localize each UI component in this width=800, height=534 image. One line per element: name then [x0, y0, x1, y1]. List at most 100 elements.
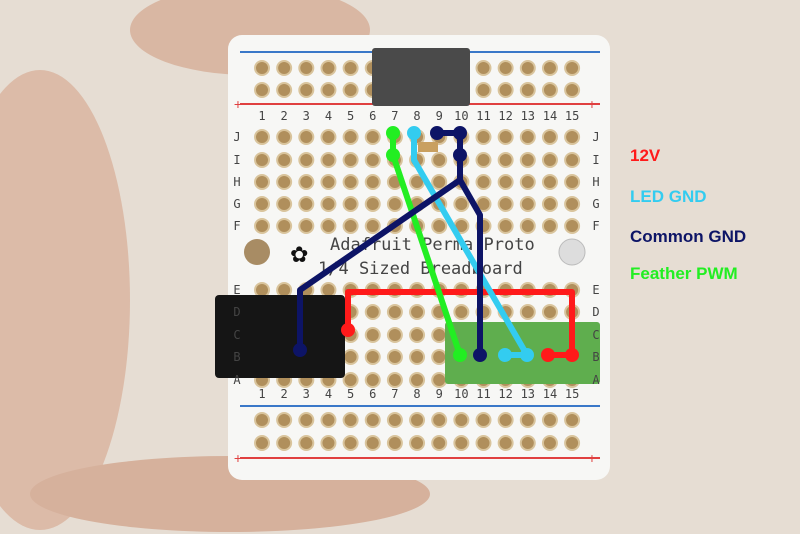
solder-hole: [497, 82, 514, 98]
solder-hole: [453, 435, 470, 451]
solder-hole: [364, 218, 381, 234]
column-number: 8: [413, 387, 420, 401]
solder-hole: [475, 82, 492, 98]
legend-feather-pwm: Feather PWM: [630, 264, 738, 283]
column-number: 11: [476, 387, 490, 401]
solder-hole: [519, 435, 536, 451]
solder-hole: [342, 372, 359, 388]
solder-hole: [298, 129, 315, 145]
solder-hole: [386, 327, 403, 343]
solder-hole: [320, 152, 337, 168]
solder-hole: [342, 218, 359, 234]
dc-barrel-jack: [215, 295, 345, 378]
solder-hole: [386, 372, 403, 388]
row-letter: J: [233, 130, 240, 144]
solder-hole: [519, 129, 536, 145]
solder-hole: [431, 372, 448, 388]
solder-hole: [431, 218, 448, 234]
mount-hole-left: [244, 239, 270, 265]
adafruit-flower-logo: ✿: [290, 242, 308, 267]
solder-hole: [254, 218, 270, 234]
wire-endpoint: [407, 126, 421, 140]
solder-hole: [431, 412, 448, 428]
solder-hole: [497, 196, 514, 212]
column-number: 7: [391, 109, 398, 123]
solder-hole: [475, 60, 492, 76]
solder-hole: [541, 174, 558, 190]
solder-hole: [342, 349, 359, 365]
solder-hole: [453, 304, 470, 320]
column-number: 2: [281, 109, 288, 123]
wire-endpoint: [453, 148, 467, 162]
row-letter: B: [592, 350, 599, 364]
column-number: 12: [498, 387, 512, 401]
solder-hole: [254, 82, 270, 98]
row-letter: G: [592, 197, 599, 211]
solder-hole: [254, 174, 270, 190]
solder-hole: [497, 435, 514, 451]
solder-hole: [254, 435, 270, 451]
solder-hole: [276, 435, 293, 451]
wire-endpoint: [430, 126, 444, 140]
solder-hole: [564, 412, 581, 428]
solder-hole: [320, 218, 337, 234]
solder-hole: [364, 304, 381, 320]
solder-hole: [386, 412, 403, 428]
column-number: 10: [454, 109, 468, 123]
solder-hole: [276, 129, 293, 145]
solder-hole: [320, 196, 337, 212]
column-number: 11: [476, 109, 490, 123]
column-number: 6: [369, 387, 376, 401]
solder-hole: [364, 435, 381, 451]
solder-hole: [564, 152, 581, 168]
solder-hole: [497, 152, 514, 168]
solder-hole: [475, 412, 492, 428]
solder-hole: [386, 435, 403, 451]
column-number: 6: [369, 109, 376, 123]
solder-hole: [276, 282, 293, 298]
solder-hole: [276, 152, 293, 168]
solder-hole: [342, 152, 359, 168]
wire-endpoint: [565, 348, 579, 362]
solder-hole: [320, 412, 337, 428]
solder-hole: [364, 152, 381, 168]
wire-led-gnd: [411, 130, 530, 358]
wire-endpoint: [473, 348, 487, 362]
row-letter: C: [592, 328, 599, 342]
solder-hole: [519, 412, 536, 428]
solder-hole: [409, 327, 426, 343]
legend-common-gnd: Common GND: [630, 227, 747, 246]
solder-hole: [386, 196, 403, 212]
solder-hole: [298, 196, 315, 212]
solder-hole: [431, 174, 448, 190]
row-letter: F: [592, 219, 599, 233]
wire-endpoint: [293, 343, 307, 357]
wire-endpoint: [541, 348, 555, 362]
solder-hole: [254, 196, 270, 212]
column-number: 9: [436, 109, 443, 123]
solder-hole: [320, 82, 337, 98]
solder-hole: [541, 129, 558, 145]
solder-hole: [519, 196, 536, 212]
solder-hole: [409, 349, 426, 365]
row-letter: C: [233, 328, 240, 342]
rail-plus-mark: +: [588, 96, 596, 112]
solder-hole: [342, 60, 359, 76]
solder-hole: [364, 129, 381, 145]
solder-hole: [541, 196, 558, 212]
solder-hole: [519, 82, 536, 98]
solder-hole: [364, 372, 381, 388]
column-number: 1: [258, 109, 265, 123]
column-number: 15: [565, 387, 579, 401]
legend-12v: 12V: [630, 146, 661, 165]
solder-hole: [475, 435, 492, 451]
solder-hole: [475, 174, 492, 190]
solder-hole: [320, 174, 337, 190]
board-title-1: Adafruit Perma Proto: [330, 235, 535, 255]
solder-hole: [475, 152, 492, 168]
solder-hole: [320, 282, 337, 298]
solder-hole: [364, 412, 381, 428]
row-letter: G: [233, 197, 240, 211]
solder-hole: [276, 412, 293, 428]
